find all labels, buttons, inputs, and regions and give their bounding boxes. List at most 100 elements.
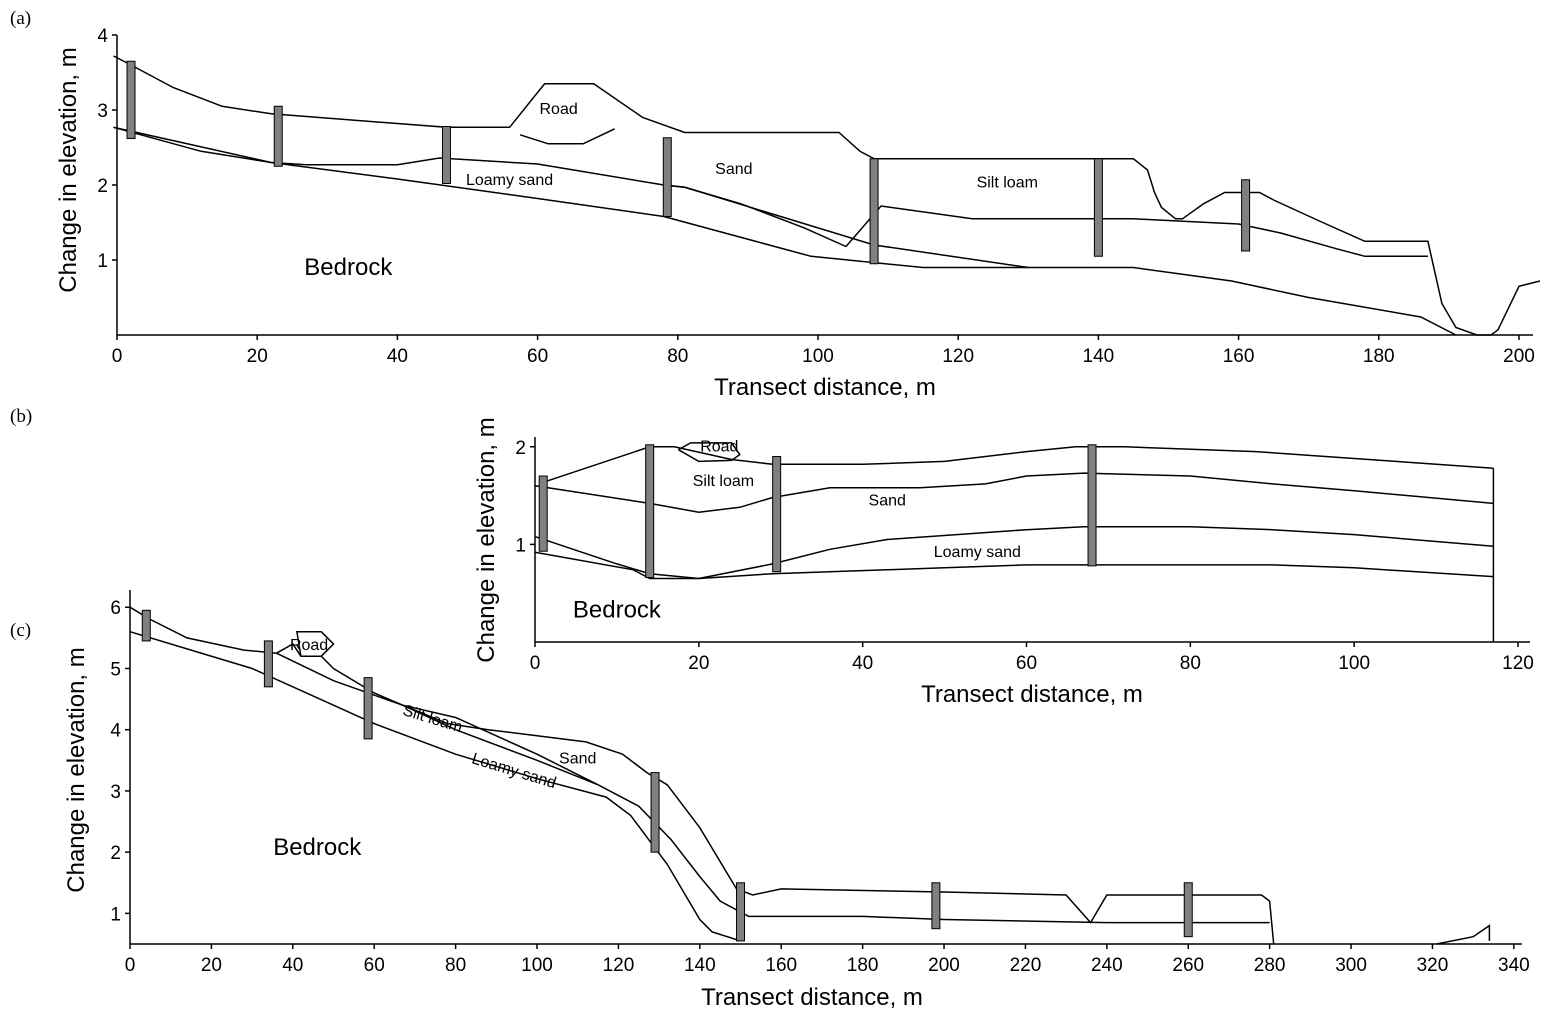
profile-line-a-3 (113, 126, 1457, 336)
well-marker-c-4 (650, 772, 660, 853)
profile-line-a-5 (663, 184, 1029, 269)
layer-label-b-road: Road (700, 439, 738, 456)
y-axis-title-a: Change in elevation, m (55, 47, 82, 292)
x-tick-label-c: 40 (282, 955, 303, 976)
x-tick-label-c: 180 (847, 955, 879, 976)
x-tick-label-c: 0 (125, 955, 136, 976)
panel-label-b: (b) (10, 406, 32, 427)
y-axis-title-c: Change in elevation, m (63, 647, 90, 892)
y-tick-label-b: 2 (515, 438, 526, 459)
profile-line-b-1 (547, 446, 1494, 482)
panel-label-a: (a) (10, 8, 31, 29)
profile-line-c-4 (402, 704, 599, 786)
profile-line-c-2 (296, 630, 335, 657)
x-axis-title-a: Transect distance, m (714, 374, 936, 401)
layer-label-a-silt-loam: Silt loam (977, 174, 1038, 191)
well-marker-b-1 (538, 475, 548, 552)
x-tick-label-a: 160 (1223, 346, 1255, 367)
x-tick-label-a: 120 (942, 346, 974, 367)
profile-line-c-3 (276, 652, 1270, 924)
y-tick-label-a: 1 (97, 251, 108, 272)
profile-line-a-4 (519, 128, 616, 145)
layer-label-a-road: Road (539, 101, 577, 118)
layer-label-a-loamy-sand: Loamy sand (466, 172, 553, 189)
x-tick-label-b: 80 (1180, 653, 1201, 674)
y-tick-label-c: 4 (110, 721, 121, 742)
well-marker-a-6 (1093, 158, 1103, 257)
y-tick-label-c: 6 (110, 598, 121, 619)
well-marker-a-7 (1241, 179, 1251, 252)
y-axis-title-b: Change in elevation, m (473, 417, 500, 662)
x-tick-label-a: 40 (387, 346, 408, 367)
x-tick-label-a: 180 (1363, 346, 1395, 367)
x-tick-label-c: 60 (364, 955, 385, 976)
profile-line-a-2 (113, 126, 1428, 258)
layer-label-b-silt-loam: Silt loam (693, 473, 754, 490)
well-marker-b-3 (772, 456, 782, 573)
panel-label-c: (c) (10, 620, 31, 641)
y-tick-label-b: 1 (515, 535, 526, 556)
x-tick-label-c: 280 (1254, 955, 1286, 976)
x-tick-label-b: 100 (1338, 653, 1370, 674)
layer-label-c-bedrock: Bedrock (273, 834, 362, 861)
x-tick-label-a: 80 (667, 346, 688, 367)
y-tick-label-c: 2 (110, 843, 121, 864)
y-tick-label-a: 4 (97, 26, 108, 47)
well-marker-c-6 (931, 882, 941, 930)
y-tick-label-a: 3 (97, 101, 108, 122)
x-tick-label-a: 100 (802, 346, 834, 367)
layer-label-c-silt-loam: Silt loam (401, 702, 465, 736)
profile-line-a-1 (113, 55, 1541, 336)
x-tick-label-a: 200 (1503, 346, 1535, 367)
x-tick-label-c: 120 (603, 955, 635, 976)
y-tick-label-c: 5 (110, 659, 121, 680)
y-tick-label-a: 2 (97, 176, 108, 197)
layer-label-b-sand: Sand (869, 492, 906, 509)
layer-label-c-loamy-sand: Loamy sand (470, 750, 558, 792)
x-tick-label-b: 60 (1016, 653, 1037, 674)
profile-line-c-6 (1436, 924, 1491, 945)
well-marker-c-7 (1183, 882, 1193, 938)
well-marker-a-2 (273, 105, 283, 167)
profile-line-b-3 (534, 472, 1494, 513)
well-marker-c-3 (363, 677, 373, 740)
x-tick-label-a: 60 (527, 346, 548, 367)
layer-label-c-sand: Sand (559, 750, 596, 767)
layer-label-b-loamy-sand: Loamy sand (934, 544, 1021, 561)
well-marker-a-4 (662, 137, 672, 217)
x-tick-label-b: 0 (530, 653, 541, 674)
well-marker-a-3 (441, 126, 451, 184)
well-marker-a-5 (869, 158, 879, 265)
layer-label-c-road: Road (290, 637, 328, 654)
well-marker-c-2 (263, 640, 273, 688)
profile-line-b-2 (678, 442, 741, 463)
x-tick-label-b: 40 (852, 653, 873, 674)
x-tick-label-c: 260 (1172, 955, 1204, 976)
x-tick-label-c: 20 (201, 955, 222, 976)
x-tick-label-c: 140 (684, 955, 716, 976)
profile-line-c-1 (129, 606, 1275, 945)
well-marker-b-4 (1087, 444, 1097, 567)
x-tick-label-b: 20 (688, 653, 709, 674)
x-tick-label-c: 160 (765, 955, 797, 976)
x-axis-title-b: Transect distance, m (921, 681, 1143, 708)
layer-label-a-sand: Sand (715, 161, 752, 178)
y-tick-label-c: 1 (110, 904, 121, 925)
profile-line-c-5 (129, 630, 741, 942)
well-marker-c-5 (736, 882, 746, 942)
y-tick-label-c: 3 (110, 782, 121, 803)
layer-label-b-bedrock: Bedrock (573, 597, 662, 624)
well-marker-b-2 (645, 444, 655, 579)
x-tick-label-a: 20 (247, 346, 268, 367)
x-tick-label-c: 300 (1335, 955, 1367, 976)
x-tick-label-b: 120 (1502, 653, 1534, 674)
well-marker-c-1 (141, 609, 151, 642)
well-marker-a-1 (126, 60, 136, 139)
x-tick-label-c: 240 (1091, 955, 1123, 976)
x-tick-label-a: 0 (112, 346, 123, 367)
x-tick-label-c: 340 (1498, 955, 1530, 976)
